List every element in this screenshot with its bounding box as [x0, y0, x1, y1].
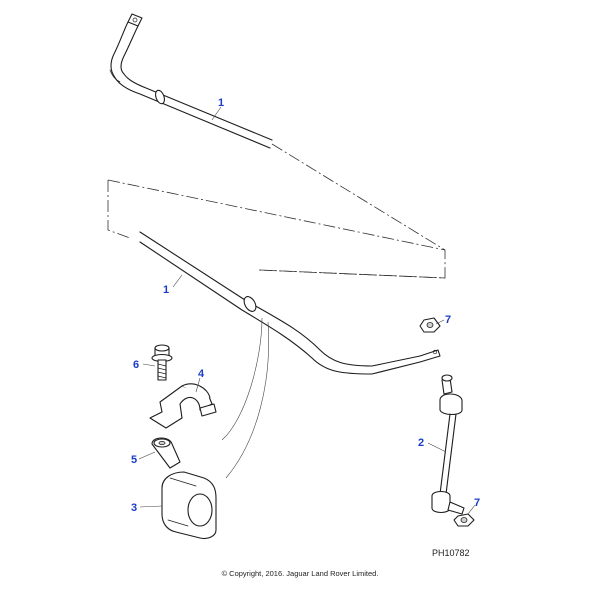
phantom-outline — [107, 143, 446, 279]
bushing-3 — [161, 471, 217, 540]
callout-1-upper: 1 — [218, 97, 224, 109]
callout-6: 6 — [133, 359, 139, 371]
callout-4: 4 — [198, 368, 205, 380]
callout-1-lower: 1 — [163, 284, 169, 296]
nut-7-lower — [453, 513, 475, 527]
callout-5: 5 — [131, 454, 137, 466]
stabilizer-bar-lower — [139, 231, 441, 375]
clamp-bracket-4 — [149, 383, 217, 429]
callout-2: 2 — [418, 437, 424, 449]
callout-3: 3 — [131, 502, 137, 514]
drop-link-2 — [431, 374, 465, 515]
assembly-leaders — [221, 317, 269, 479]
callout-leaders — [138, 106, 476, 515]
spacer-5 — [151, 437, 181, 469]
callout-7-lower: 7 — [474, 497, 480, 509]
reference-code: PH10782 — [432, 548, 470, 558]
stabilizer-bar-upper — [109, 13, 273, 149]
bolt-6 — [151, 344, 173, 381]
copyright-notice: © Copyright, 2016. Jaguar Land Rover Lim… — [222, 569, 379, 578]
callout-7-upper: 7 — [445, 314, 451, 326]
nut-7-upper — [419, 317, 441, 333]
